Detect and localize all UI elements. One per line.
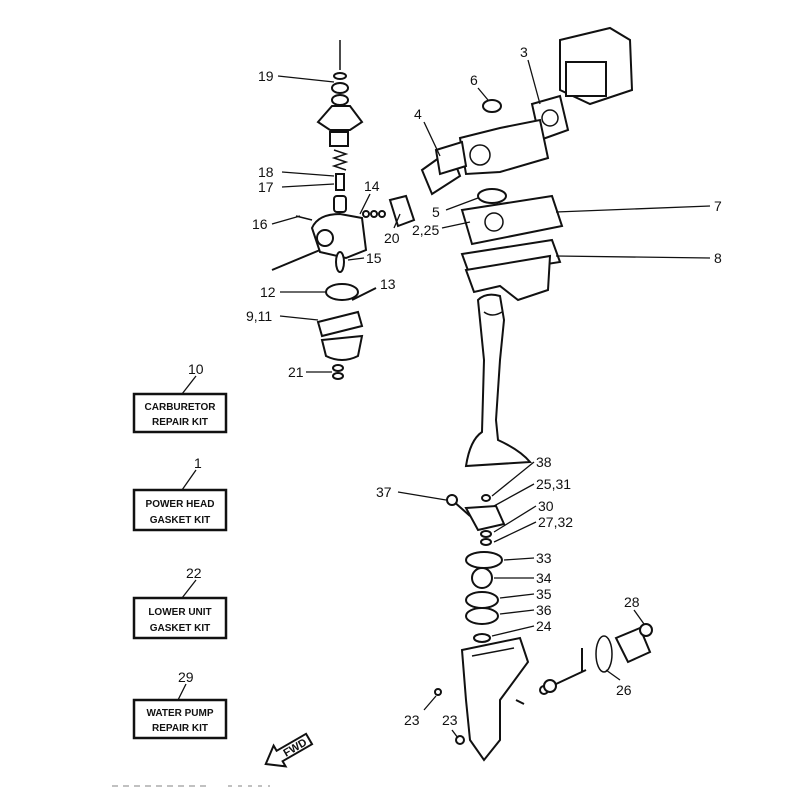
part-label-26: 26: [616, 682, 632, 698]
fwd-label: FWD: [281, 737, 309, 760]
part-label-33: 33: [536, 550, 552, 566]
part-label-19: 19: [258, 68, 274, 84]
part-label-8: 8: [714, 250, 722, 266]
kit-number: 29: [178, 669, 194, 685]
part-label-20: 20: [384, 230, 400, 246]
kit-title: LOWER UNIT: [148, 607, 211, 618]
part-label-37: 37: [376, 484, 392, 500]
kit-number: 22: [186, 565, 202, 581]
part-label-23: 23: [404, 712, 420, 728]
part-label-16: 16: [252, 216, 268, 232]
part-label-14: 14: [364, 178, 380, 194]
powerhead-assembly: [420, 26, 634, 302]
kit-power-head-gasket: 1 POWER HEAD GASKET KIT: [132, 455, 228, 532]
part-label-6: 6: [470, 72, 478, 88]
part-numbers: 19 18 17 16 14 15 20 12 13 9,11 21 6 4 3…: [246, 44, 722, 728]
kit-number: 1: [194, 455, 202, 471]
kit-number: 10: [188, 361, 204, 377]
leader-lines: [177, 59, 711, 739]
kit-title: POWER HEAD: [146, 499, 215, 510]
part-label-36: 36: [536, 602, 552, 618]
part-label-35: 35: [536, 586, 552, 602]
part-label-34: 34: [536, 570, 552, 586]
kit-title: WATER PUMP: [146, 708, 213, 719]
part-label-25-31: 25,31: [536, 476, 571, 492]
part-label-3: 3: [520, 44, 528, 60]
part-label-12: 12: [260, 284, 276, 300]
part-label-7: 7: [714, 198, 722, 214]
part-label-24: 24: [536, 618, 552, 634]
kit-carburetor-repair: 10 CARBURETOR REPAIR KIT: [132, 361, 228, 434]
part-label-17: 17: [258, 179, 274, 195]
part-label-30: 30: [538, 498, 554, 514]
part-label-4: 4: [414, 106, 422, 122]
lower-unit: [434, 623, 653, 762]
driveshaft-housing: [464, 293, 533, 468]
kit-lower-unit-gasket: 22 LOWER UNIT GASKET KIT: [132, 565, 228, 640]
part-label-28: 28: [624, 594, 640, 610]
kit-subtitle: GASKET KIT: [150, 515, 211, 526]
part-label-23: 23: [442, 712, 458, 728]
part-label-27-32: 27,32: [538, 514, 573, 530]
part-label-9-11: 9,11: [246, 308, 272, 324]
water-pump-assembly: [446, 494, 506, 643]
kit-subtitle: GASKET KIT: [150, 623, 211, 634]
part-label-5: 5: [432, 204, 440, 220]
part-label-15: 15: [366, 250, 382, 266]
part-label-2-25: 2,25: [412, 222, 439, 238]
kit-subtitle: REPAIR KIT: [152, 417, 208, 428]
part-label-21: 21: [288, 364, 304, 380]
kit-title: CARBURETOR: [145, 402, 217, 413]
carburetor-assembly: [271, 40, 416, 380]
part-label-38: 38: [536, 454, 552, 470]
kit-subtitle: REPAIR KIT: [152, 723, 208, 734]
part-label-13: 13: [380, 276, 396, 292]
kit-water-pump-repair: 29 WATER PUMP REPAIR KIT: [132, 669, 228, 740]
part-label-18: 18: [258, 164, 274, 180]
forward-arrow-icon: FWD: [264, 732, 314, 768]
